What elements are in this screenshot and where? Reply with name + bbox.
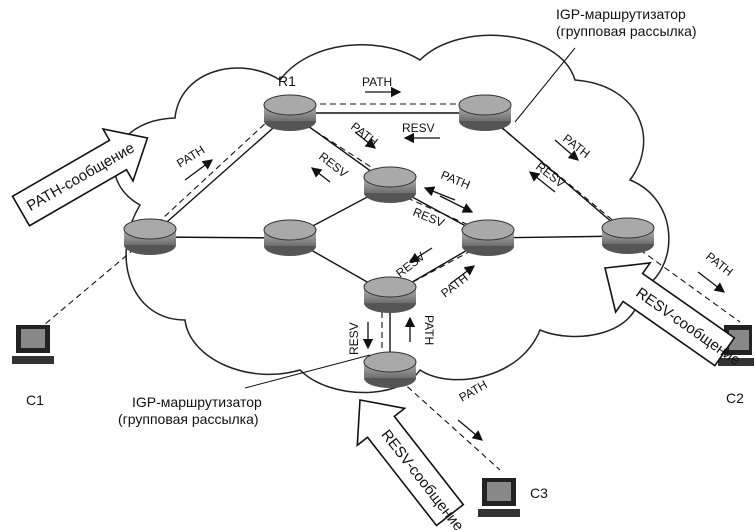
- path-label: PATH: [457, 377, 490, 404]
- host-c1-computer-icon: [12, 325, 54, 364]
- resv-message-c3-text: RESV-сообщение: [378, 427, 467, 530]
- callout-top-right-line2: (групповая рассылка): [556, 23, 697, 39]
- callout-bottom-left-leader: [244, 354, 371, 389]
- router-middle-right: [461, 219, 515, 256]
- message-paths: [37, 103, 741, 471]
- path-label: PATH: [703, 249, 735, 279]
- host-c3-computer-icon: [478, 478, 520, 517]
- host-c3-label: C3: [530, 485, 548, 501]
- router-middle-left: [263, 219, 317, 256]
- router-lower: [363, 276, 417, 313]
- path-label: PATH: [362, 75, 392, 89]
- callout-top-right: IGP-маршрутизатор (групповая рассылка): [556, 6, 697, 40]
- host-c1-label: C1: [26, 392, 44, 408]
- callout-top-right-line1: IGP-маршрутизатор: [556, 6, 686, 22]
- callout-bottom-left: IGP-маршрутизатор (групповая рассылка): [118, 394, 262, 428]
- callout-bottom-left-line1: IGP-маршрутизатор: [132, 394, 262, 410]
- resv-label: RESV: [402, 121, 435, 135]
- router-r1: [263, 94, 317, 131]
- small-message-arrows: [184, 86, 726, 441]
- callout-bottom-left-line2: (групповая рассылка): [118, 411, 259, 427]
- router-bottom: [363, 351, 417, 388]
- router-center: [363, 166, 417, 203]
- router-r1-label: R1: [278, 73, 296, 89]
- network-cloud: [113, 34, 670, 394]
- router-top-right: [458, 94, 512, 131]
- path-label: PATH: [422, 315, 436, 345]
- host-c2-label: C2: [726, 390, 744, 406]
- router-left-edge: [123, 218, 177, 255]
- router-right-edge: [601, 217, 655, 254]
- host-c2-computer-icon: [718, 325, 754, 366]
- callout-top-right-leader: [514, 47, 576, 123]
- resv-label: RESV: [347, 322, 361, 355]
